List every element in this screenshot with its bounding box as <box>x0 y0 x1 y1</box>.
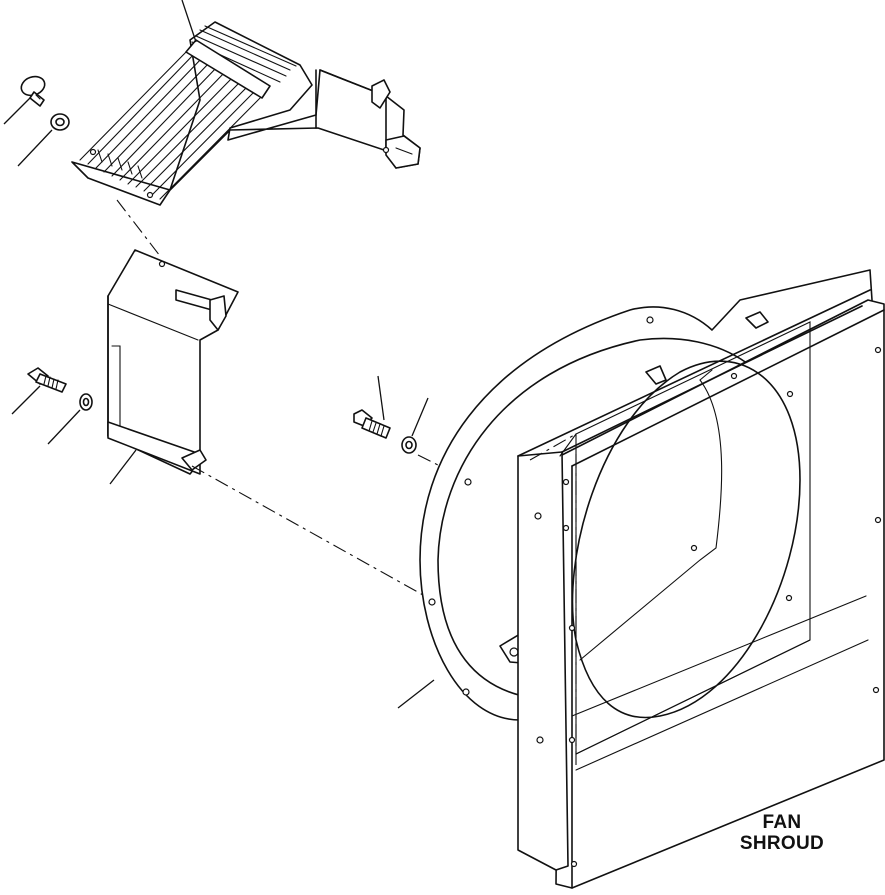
washer-left <box>79 393 93 411</box>
fan-guard-upper <box>71 21 421 206</box>
fan-shroud-label: FAN SHROUD <box>730 812 834 854</box>
leader-bolt-center <box>377 375 385 421</box>
leader-guard <box>181 0 197 43</box>
leader-shroud-ring <box>397 679 435 709</box>
leader-washer-center <box>411 397 429 437</box>
leader-washer-left <box>47 409 81 445</box>
leader-bolt-upper <box>3 97 31 125</box>
leader-washer-upper <box>17 129 53 167</box>
bracket <box>107 249 239 475</box>
bolt-upper <box>20 75 46 107</box>
fan-shroud <box>517 289 885 889</box>
washer-center <box>401 436 417 454</box>
bolt-left <box>27 367 67 393</box>
leader-bolt-left <box>11 385 41 415</box>
bolt-center <box>353 409 391 439</box>
fan-shroud-label-line2: SHROUD <box>739 833 825 854</box>
washer-upper <box>50 113 70 131</box>
leader-bracket <box>109 449 137 485</box>
fan-shroud-label-line1: FAN <box>762 812 802 833</box>
assembly-line-1 <box>116 199 161 257</box>
assembly-line-2 <box>191 465 433 601</box>
